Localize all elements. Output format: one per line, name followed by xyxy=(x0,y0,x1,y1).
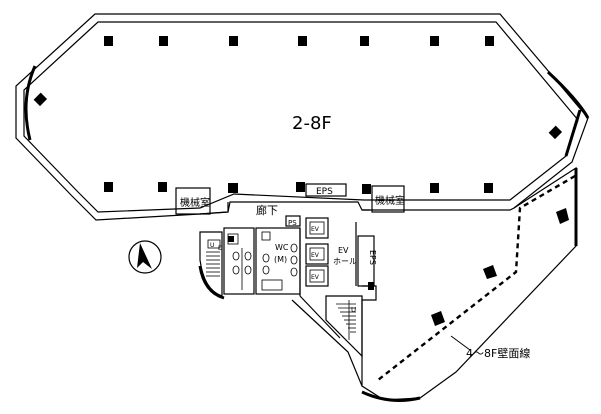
upper-floor-wall-annotation: 4～8F壁面線 xyxy=(466,346,530,360)
wc-label-1: WC xyxy=(275,243,289,252)
machine-room-right-label: 機械室 xyxy=(375,194,405,207)
wc-label-2: (M) xyxy=(274,255,287,264)
annotation-leader xyxy=(450,335,471,351)
north-arrow-icon xyxy=(128,240,162,274)
eps-side-label: EPS xyxy=(368,250,377,265)
ps-label: PS xyxy=(288,219,297,227)
core xyxy=(175,183,405,358)
upper-floor-wall-line xyxy=(377,174,576,381)
eps-top-label: EPS xyxy=(316,187,333,197)
ev-hall-label-2: ホール xyxy=(333,257,357,266)
stair-d-label: D xyxy=(218,245,223,252)
columns xyxy=(33,36,569,326)
stair-up-left-label: U xyxy=(210,242,214,249)
ev1-label: EV xyxy=(311,226,320,233)
ev3-label: EV xyxy=(311,274,320,281)
building-outline xyxy=(15,13,590,402)
floor-label: 2-8F xyxy=(292,113,332,134)
machine-room-left-label: 機械室 xyxy=(180,196,210,209)
corridor-label: 廊下 xyxy=(256,203,278,217)
ev-hall-label-1: EV xyxy=(338,246,349,255)
stair-up-right-label: U xyxy=(351,306,356,314)
ev2-label: EV xyxy=(311,252,320,259)
